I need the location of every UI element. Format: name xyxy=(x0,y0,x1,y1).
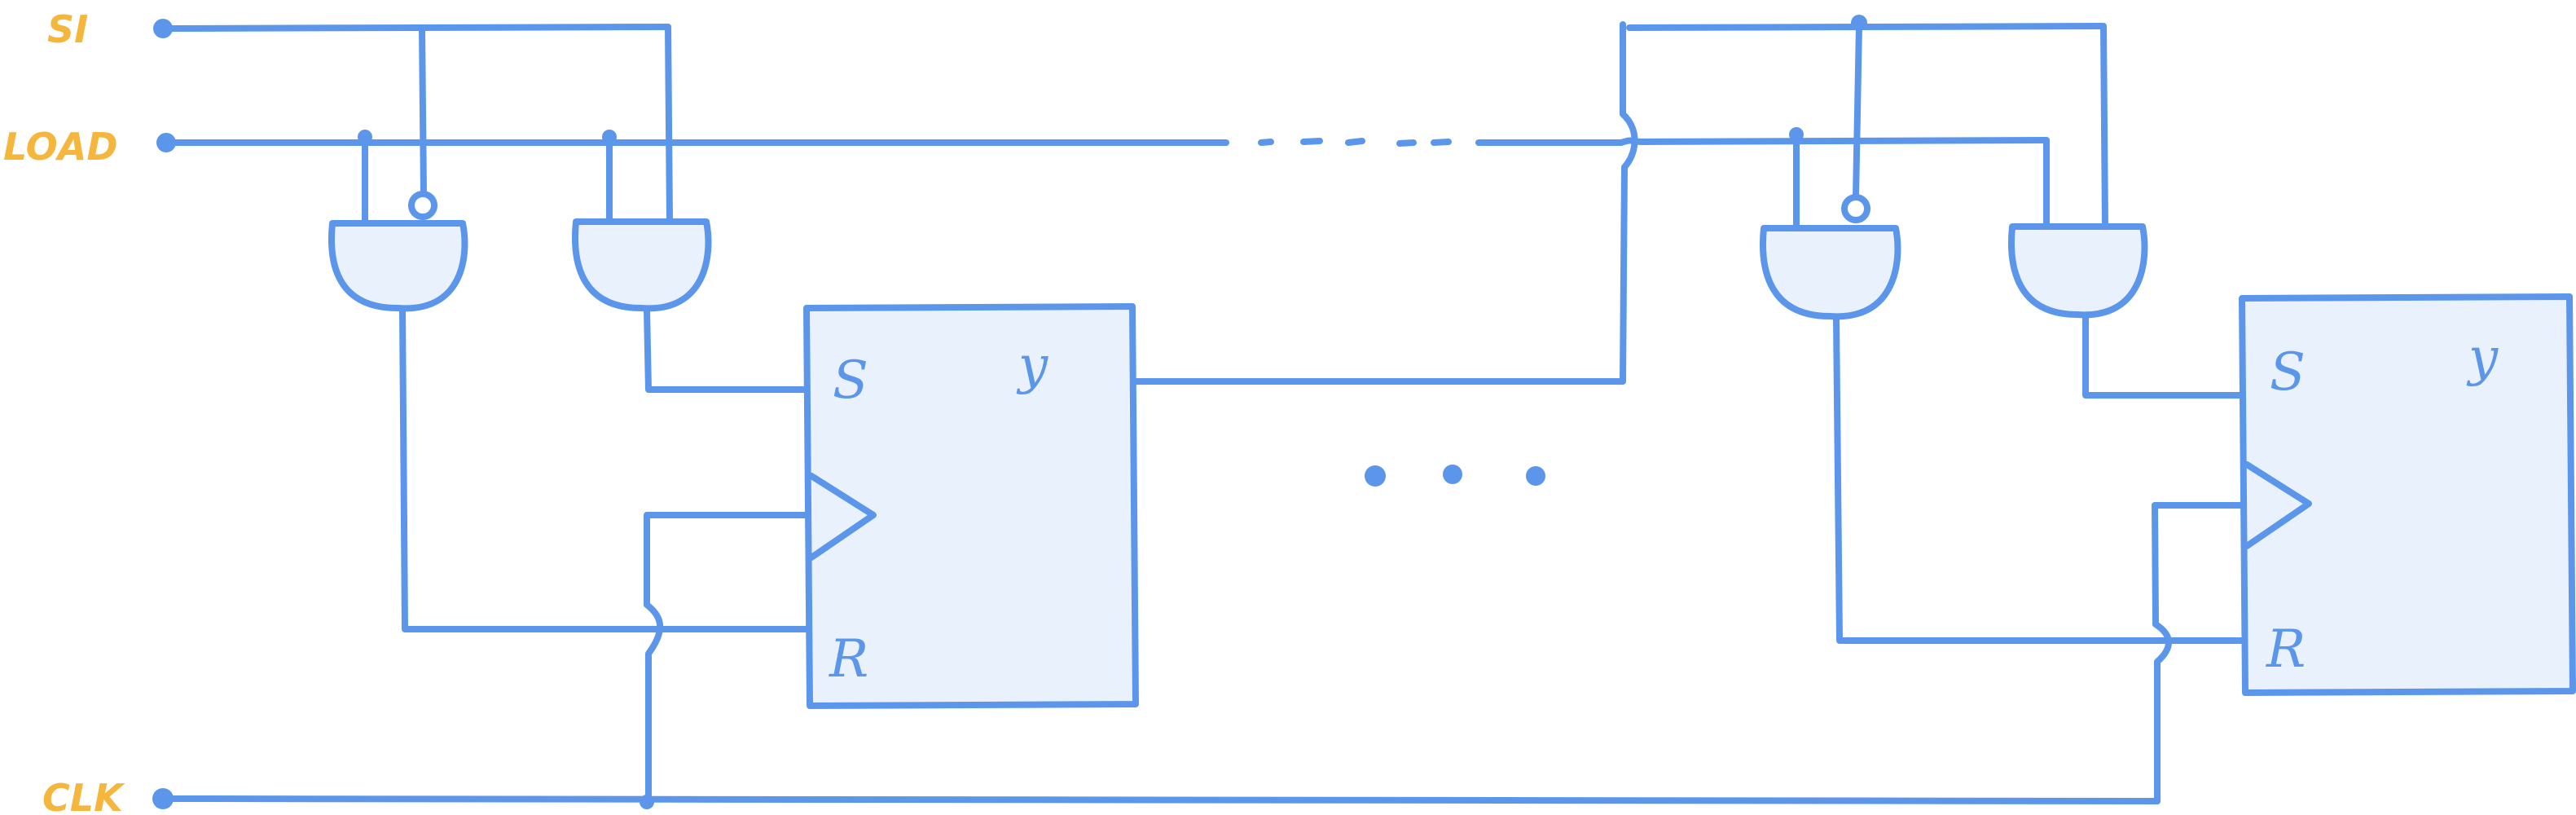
clock-triangle-left xyxy=(808,473,877,561)
and1-to-reset-left xyxy=(399,306,810,632)
flipflops xyxy=(803,293,2576,709)
and-gate-2 xyxy=(571,218,712,312)
clk-rail xyxy=(164,795,2161,804)
clk-label: CLK xyxy=(42,776,125,815)
si-to-and2 xyxy=(665,24,673,225)
ff-left-y-label: y xyxy=(1016,336,1048,396)
wires xyxy=(160,21,2245,804)
gates xyxy=(327,191,2148,320)
clk-terminal xyxy=(152,788,174,809)
junction-load-3 xyxy=(1789,127,1804,142)
and-gate-4 xyxy=(2007,223,2148,319)
junction-load-2 xyxy=(602,130,617,144)
clock-triangle-right xyxy=(2244,461,2312,549)
and-gate-3 xyxy=(1759,225,1901,320)
inverter-bubble-1 xyxy=(408,191,437,220)
clk-to-left-ff xyxy=(644,512,810,802)
junction-clk xyxy=(640,795,654,809)
qleft-to-and3 xyxy=(1853,23,1862,200)
ff-right-s-label: S xyxy=(2270,342,2306,403)
flipflop-left xyxy=(803,303,1139,709)
load-rail-dashed xyxy=(1258,138,1452,147)
terminals xyxy=(152,15,1867,809)
and2-to-set-left xyxy=(644,306,810,393)
si-label: SI xyxy=(47,7,88,51)
q-left-to-right-stage xyxy=(1131,21,1638,385)
ellipsis-dot-3 xyxy=(1526,466,1545,486)
ff-left-r-label: R xyxy=(829,629,868,689)
load-terminal xyxy=(156,133,176,152)
junction-load-1 xyxy=(358,130,372,144)
and3-to-reset-right xyxy=(1833,316,2245,644)
and4-to-set-right xyxy=(2082,315,2245,399)
si-terminal xyxy=(153,19,173,38)
and-gate-1 xyxy=(327,220,468,312)
si-rail-left xyxy=(160,24,671,32)
ellipsis-dot-1 xyxy=(1365,465,1386,487)
si-to-and1 xyxy=(419,25,427,197)
ellipsis-dot-2 xyxy=(1443,465,1462,484)
flipflop-right xyxy=(2239,293,2576,696)
ff-right-y-label: y xyxy=(2466,328,2499,388)
ff-right-r-label: R xyxy=(2266,619,2306,680)
clk-to-right-ff xyxy=(2152,502,2245,804)
qleft-to-and4 xyxy=(2100,23,2108,230)
inverter-bubble-2 xyxy=(1841,194,1870,223)
ff-left-s-label: S xyxy=(833,350,868,411)
load-rail-right xyxy=(1475,137,2048,146)
junction-qleft xyxy=(1851,15,1867,31)
load-label: LOAD xyxy=(3,125,118,169)
